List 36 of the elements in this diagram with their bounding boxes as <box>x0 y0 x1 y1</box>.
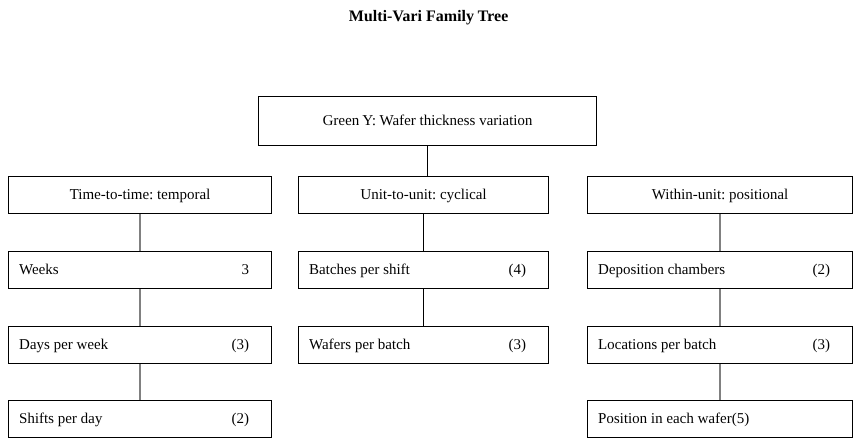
node-label: Days per week <box>19 336 108 354</box>
count-value: (3) <box>232 336 249 354</box>
connector-line <box>427 146 428 176</box>
node-label: Unit-to-unit: cyclical <box>360 186 487 204</box>
tree-box <box>8 251 272 289</box>
node-label: Deposition chambers <box>598 262 726 278</box>
count-value: (2) <box>812 262 830 278</box>
node-label: Within-unit: positional <box>652 186 788 204</box>
node-label: Shifts per day <box>19 410 102 428</box>
tree-box <box>258 96 597 146</box>
tree-box <box>298 251 549 289</box>
tree-box <box>587 251 853 289</box>
tree-box <box>587 326 853 364</box>
count-value: (4) <box>508 262 526 278</box>
connector-line <box>423 288 424 326</box>
node-label: Position in each wafer <box>598 410 732 428</box>
tree-box <box>8 326 272 364</box>
diagram-title: Multi-Vari Family Tree <box>348 8 510 26</box>
tree-box <box>8 400 272 438</box>
tree-box <box>8 176 272 214</box>
node-label: Time-to-time: temporal <box>70 186 210 204</box>
count-value: 3 <box>242 262 249 278</box>
tree-box <box>298 326 549 364</box>
node-label: Locations per batch <box>598 336 716 354</box>
count-value: (3) <box>812 336 830 354</box>
tree-box <box>587 176 853 214</box>
node-label: Weeks <box>19 262 59 278</box>
tree-box <box>587 400 853 438</box>
count-value: (3) <box>508 336 526 354</box>
node-label: Batches per shift <box>309 262 410 278</box>
tree-box <box>298 176 549 214</box>
node-label: Wafers per batch <box>309 336 410 354</box>
node-label: Green Y: Wafer thickness variation <box>322 112 532 130</box>
count-value: (5) <box>732 410 750 428</box>
count-value: (2) <box>232 410 249 428</box>
connector-line <box>423 214 424 252</box>
